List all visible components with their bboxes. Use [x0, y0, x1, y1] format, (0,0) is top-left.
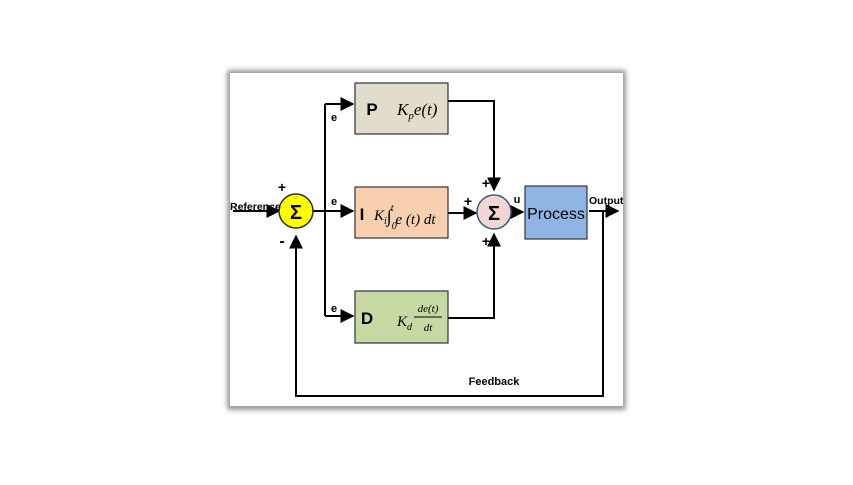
proportional-block: [354, 82, 449, 135]
sum2-plus-left: +: [464, 193, 472, 209]
e-label-i: e: [331, 196, 337, 208]
p-output-arrow: [448, 100, 501, 192]
integral-block: [354, 186, 449, 239]
sum1-plus-sign: +: [278, 179, 286, 195]
connection-wires: [233, 97, 620, 397]
sum2-symbol: Σ: [488, 203, 500, 225]
d-block-letter: D: [361, 309, 373, 328]
feedback-arrow: [289, 211, 604, 397]
d-block-numerator: de(t): [418, 303, 439, 315]
p-block-letter: P: [366, 100, 377, 119]
p-block-formula: Kpe(t): [396, 100, 438, 122]
sum1-symbol: Σ: [290, 202, 302, 224]
d-block-gain: Kd: [396, 314, 413, 333]
sum2-plus-top: +: [482, 175, 490, 191]
d-output-arrow: [448, 232, 501, 319]
process-label: Process: [527, 206, 585, 223]
output-label: Output: [589, 195, 624, 207]
summing-junction-2: [476, 194, 512, 230]
i-block-formula: Ki∫0te (t) dt: [373, 203, 436, 232]
feedback-label: Feedback: [469, 376, 521, 388]
sum2-plus-bottom: +: [482, 233, 490, 249]
i-block-letter: I: [360, 205, 365, 224]
summing-junction-1: [278, 193, 314, 229]
d-block-denominator: dt: [424, 322, 434, 334]
process-block: [524, 185, 588, 240]
reference-label: Reference: [230, 201, 281, 213]
e-label-p: e: [331, 112, 337, 124]
u-label: u: [514, 194, 521, 206]
sum1-minus-sign: -: [279, 233, 284, 250]
e-label-d: e: [331, 303, 337, 315]
